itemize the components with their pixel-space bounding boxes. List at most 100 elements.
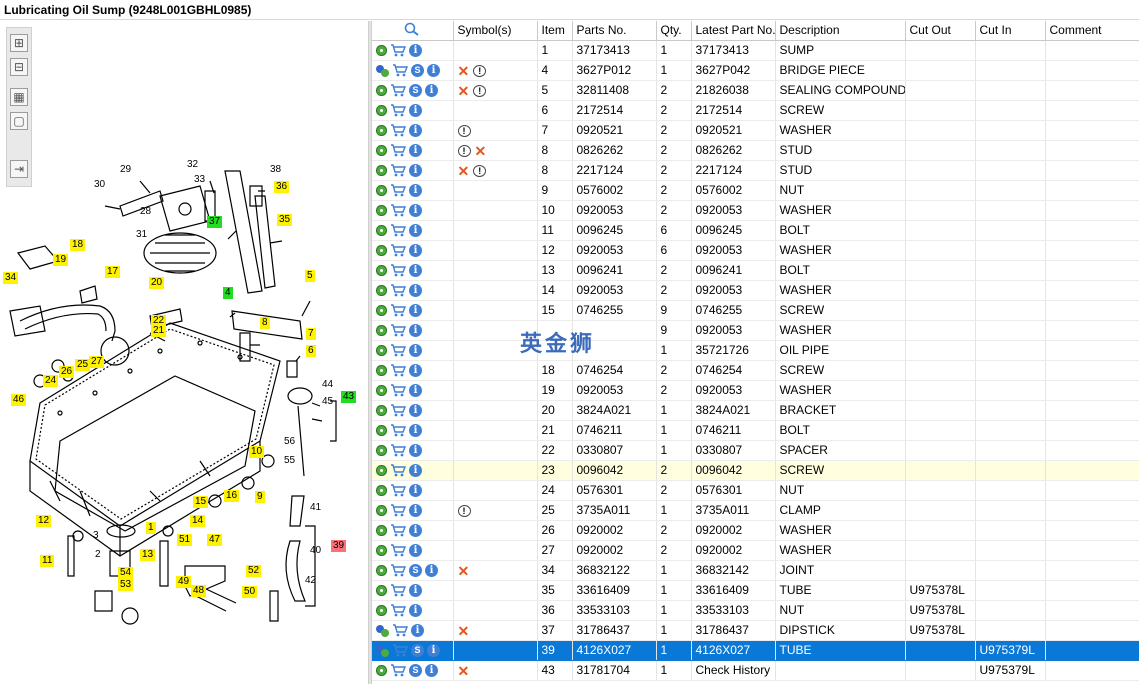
callout-31[interactable]: 31: [136, 229, 148, 240]
gear-icon[interactable]: [376, 245, 387, 257]
callout-45[interactable]: 45: [322, 396, 334, 407]
gear-icon[interactable]: [376, 385, 387, 397]
note-bubble-icon[interactable]: !: [457, 504, 471, 517]
callout-12[interactable]: 12: [36, 515, 52, 527]
search-icon[interactable]: [404, 22, 420, 36]
callout-3[interactable]: 3: [93, 530, 99, 541]
callout-14[interactable]: 14: [190, 515, 206, 527]
cart-icon[interactable]: [390, 664, 406, 677]
cart-icon[interactable]: [390, 404, 406, 417]
not-interchangeable-icon[interactable]: ✕: [474, 142, 487, 159]
callout-21[interactable]: 21: [151, 325, 167, 337]
callout-8[interactable]: 8: [260, 317, 270, 329]
column-header-tools[interactable]: [372, 21, 454, 41]
info-icon[interactable]: i: [409, 484, 422, 498]
cart-icon[interactable]: [390, 204, 406, 217]
column-header-description[interactable]: Description: [775, 21, 906, 41]
callout-52[interactable]: 52: [246, 565, 262, 577]
info-icon[interactable]: i: [409, 524, 422, 538]
callout-1[interactable]: 1: [146, 522, 156, 534]
not-interchangeable-icon[interactable]: ✕: [457, 662, 470, 679]
callout-37[interactable]: 37: [207, 216, 223, 228]
cart-icon[interactable]: [390, 484, 406, 497]
cart-icon[interactable]: [390, 284, 406, 297]
column-header-cut-in[interactable]: Cut In: [975, 21, 1046, 41]
info-icon[interactable]: i: [409, 404, 422, 418]
callout-24[interactable]: 24: [43, 375, 59, 387]
export-tool[interactable]: ⇥: [10, 160, 28, 178]
not-interchangeable-icon[interactable]: ✕: [457, 82, 470, 99]
cart-icon[interactable]: [390, 524, 406, 537]
gear-icon[interactable]: [376, 405, 387, 417]
info-icon[interactable]: i: [409, 464, 422, 478]
cart-icon[interactable]: [390, 444, 406, 457]
cart-icon[interactable]: [390, 264, 406, 277]
gear-icon[interactable]: [376, 365, 387, 377]
column-header-comment[interactable]: Comment: [1045, 21, 1139, 41]
callout-10[interactable]: 10: [249, 446, 265, 458]
info-icon[interactable]: i: [425, 564, 438, 578]
gear-icon[interactable]: [376, 105, 387, 117]
gear-icon[interactable]: [376, 165, 387, 177]
gear-icon[interactable]: [376, 485, 387, 497]
info-icon[interactable]: i: [409, 504, 422, 518]
info-icon[interactable]: i: [409, 324, 422, 338]
callout-33[interactable]: 33: [194, 174, 206, 185]
info-icon[interactable]: i: [409, 584, 422, 598]
cart-icon[interactable]: [392, 624, 408, 637]
callout-18[interactable]: 18: [70, 239, 86, 251]
column-header-item[interactable]: Item: [537, 21, 573, 41]
gear-icon[interactable]: [376, 305, 387, 317]
info-icon[interactable]: i: [411, 624, 424, 638]
info-icon[interactable]: i: [409, 184, 422, 198]
gear-icon[interactable]: [376, 505, 387, 517]
callout-13[interactable]: 13: [140, 549, 156, 561]
callout-50[interactable]: 50: [242, 586, 258, 598]
column-header-latest-part-no[interactable]: Latest Part No.: [691, 21, 776, 41]
column-header-cut-out[interactable]: Cut Out: [905, 21, 976, 41]
panel-splitter[interactable]: [368, 21, 372, 684]
gear-icon[interactable]: [376, 125, 387, 137]
callout-38[interactable]: 38: [270, 164, 282, 175]
info-icon[interactable]: i: [427, 644, 440, 658]
callout-22[interactable]: 22: [151, 315, 167, 327]
gear-icon[interactable]: [376, 45, 387, 57]
callout-49[interactable]: 49: [176, 576, 192, 588]
supersession-icon[interactable]: S: [411, 644, 424, 658]
not-interchangeable-icon[interactable]: ✕: [457, 162, 470, 179]
cart-icon[interactable]: [390, 104, 406, 117]
info-icon[interactable]: i: [409, 544, 422, 558]
cart-icon[interactable]: [392, 644, 408, 657]
info-icon[interactable]: i: [409, 424, 422, 438]
fit-view-tool[interactable]: ▦: [10, 88, 28, 106]
callout-53[interactable]: 53: [118, 579, 134, 591]
callout-43[interactable]: 43: [341, 391, 357, 403]
callout-26[interactable]: 26: [59, 366, 75, 378]
callout-6[interactable]: 6: [306, 345, 316, 357]
cart-icon[interactable]: [390, 344, 406, 357]
zoom-out-tool[interactable]: ⊟: [10, 58, 28, 76]
callout-16[interactable]: 16: [224, 490, 240, 502]
info-icon[interactable]: i: [409, 364, 422, 378]
callout-11[interactable]: 11: [40, 555, 55, 567]
info-icon[interactable]: i: [409, 604, 422, 618]
cart-icon[interactable]: [390, 84, 406, 97]
cart-icon[interactable]: [390, 604, 406, 617]
callout-17[interactable]: 17: [105, 266, 121, 278]
supersession-icon[interactable]: S: [409, 664, 422, 678]
callout-35[interactable]: 35: [277, 214, 293, 226]
callout-55[interactable]: 55: [284, 455, 296, 466]
